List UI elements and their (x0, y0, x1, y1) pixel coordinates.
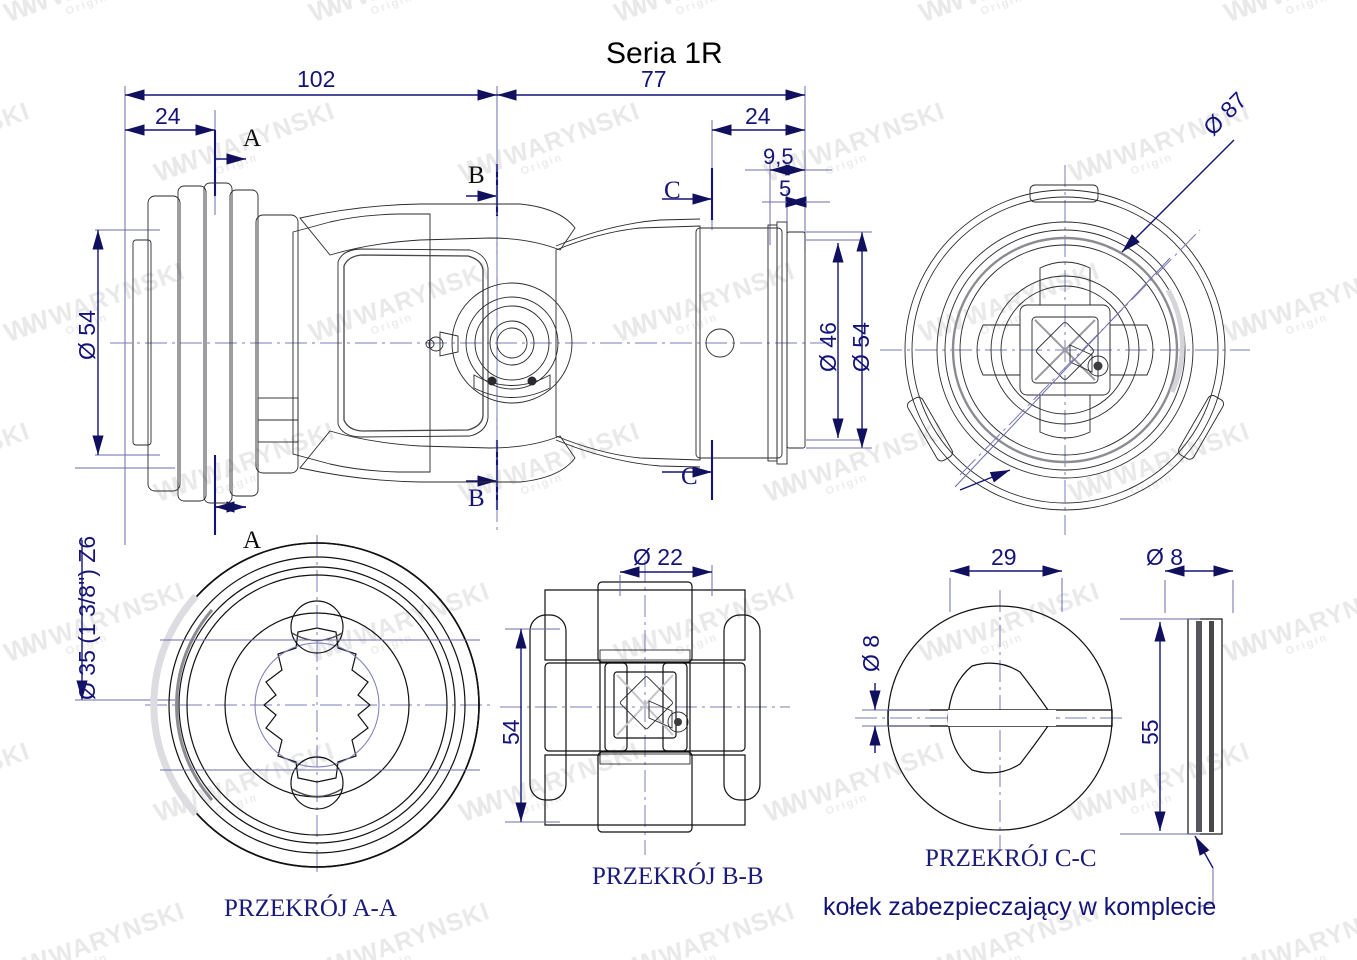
caption-section-aa: PRZEKRÓJ A-A (224, 895, 397, 922)
dim-flange-thickness: 9,5 (763, 144, 794, 169)
dim-groove: 5 (779, 176, 792, 201)
section-mark-b-bottom: B (468, 485, 485, 512)
dim-total-length: 102 (297, 66, 336, 92)
caption-section-bb: PRZEKRÓJ B-B (592, 863, 764, 890)
section-bb (500, 560, 790, 855)
dim-spline-dia: Ø 35 (1 3/8") Z6 (74, 535, 100, 700)
dim-slot-length: 29 (991, 544, 1017, 570)
dim-cross-pin-dia: Ø 22 (633, 544, 683, 570)
dim-outer-dia-left: Ø 54 (74, 310, 100, 360)
note-safety-pin: kołek zabezpieczający w komplecie (823, 893, 1217, 921)
section-mark-a-bottom: A (243, 527, 262, 554)
dim-pin-length: 55 (1137, 719, 1163, 745)
dim-left-offset: 24 (155, 103, 181, 129)
section-mark-c-bottom: C (681, 463, 698, 490)
page-title: Seria 1R (606, 37, 723, 70)
dim-pin-dia: Ø 8 (1146, 544, 1184, 570)
section-mark-a-top: A (243, 125, 262, 152)
dim-secondary-length: 77 (641, 66, 667, 92)
main-view-part (132, 182, 806, 504)
dim-right-offset: 24 (745, 103, 771, 129)
section-mark-c-top: C (664, 177, 681, 204)
main-view-dimensions (75, 86, 872, 701)
caption-section-cc: PRZEKRÓJ C-C (925, 845, 1097, 872)
end-view (880, 139, 1250, 535)
dim-slot-width: Ø 8 (858, 634, 884, 672)
section-aa (145, 535, 490, 875)
section-mark-b-top: B (468, 162, 485, 189)
section-cc (855, 565, 1234, 908)
dim-bore-dia: Ø 46 (815, 322, 841, 372)
dim-cross-width: 54 (498, 719, 524, 745)
dim-outer-dia-right: Ø 54 (848, 322, 874, 372)
